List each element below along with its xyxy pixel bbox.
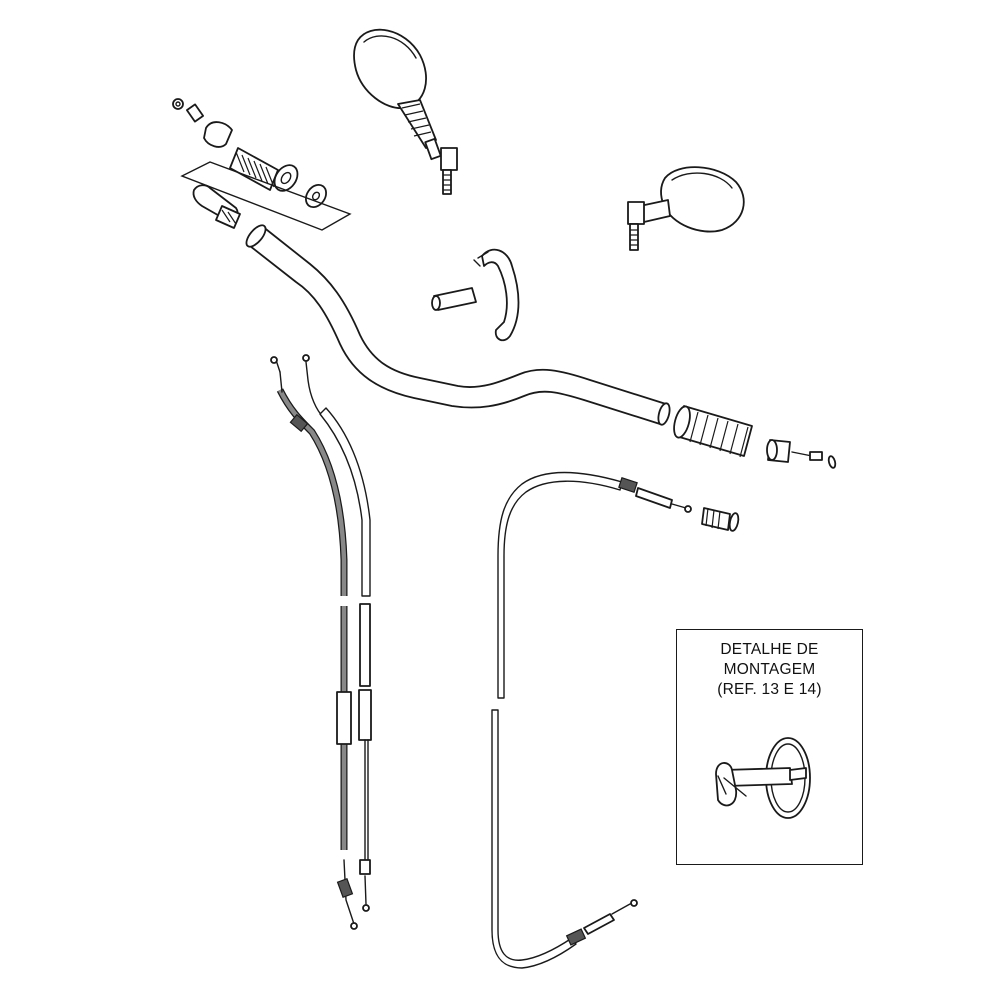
left-grip-assembly: [172, 98, 352, 231]
detail-title-line-2: MONTAGEM: [723, 661, 816, 678]
assembly-detail-title: DETALHE DE MONTAGEM (REF. 13 E 14): [677, 640, 862, 700]
handlebar-tube: [245, 224, 671, 426]
assembly-detail-box: DETALHE DE MONTAGEM (REF. 13 E 14): [676, 629, 863, 865]
right-grip-assembly: [673, 405, 837, 469]
right-mirror: [627, 166, 745, 251]
throttle-cable-dark: [270, 356, 358, 930]
throttle-cable-light: [302, 354, 372, 912]
detail-assembly-illustration: [715, 737, 811, 819]
detail-title-line-3: (REF. 13 E 14): [717, 681, 822, 698]
left-mirror: [353, 28, 458, 195]
detail-title-line-1: DETALHE DE: [720, 641, 819, 658]
long-control-cable: [491, 471, 740, 969]
cable-clamp: [431, 248, 520, 342]
